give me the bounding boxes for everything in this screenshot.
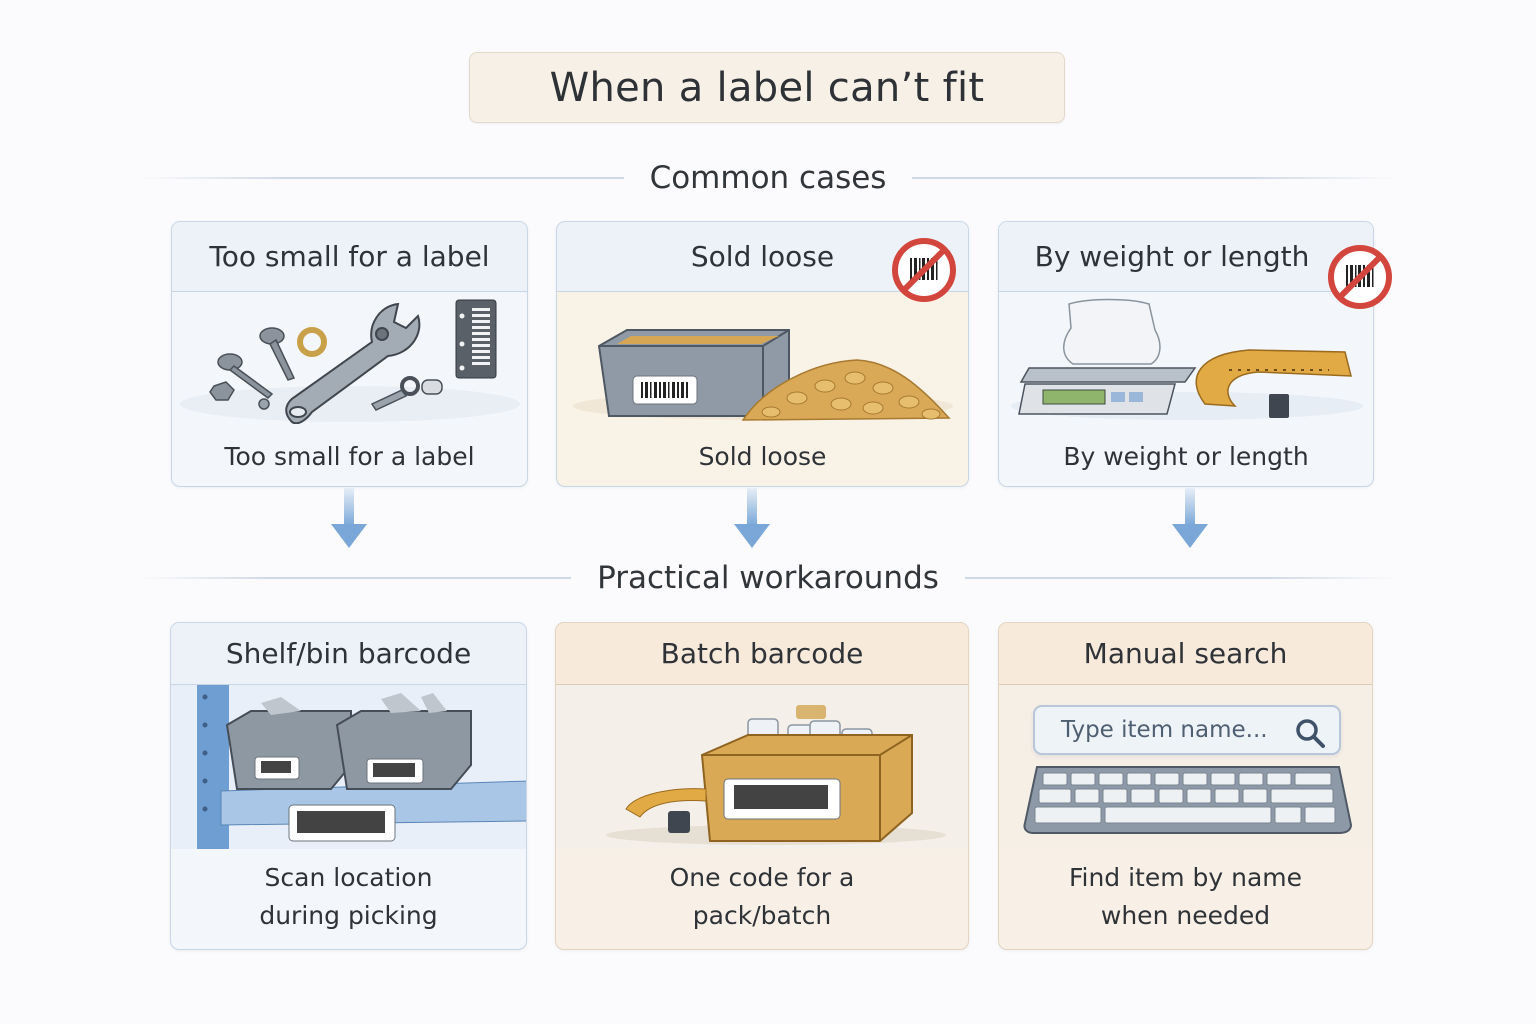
divider xyxy=(140,177,624,179)
caption-line: Find item by name xyxy=(1068,863,1303,892)
keyboard-icon xyxy=(1023,766,1353,834)
section-heading: Practical workarounds xyxy=(597,560,939,596)
search-placeholder: Type item name... xyxy=(1061,717,1268,743)
case-card-too-small: Too small for a label xyxy=(171,221,528,487)
card-caption: Sold loose xyxy=(698,442,827,471)
workaround-card-batch: Batch barcode One code for a pack/batch xyxy=(555,622,969,950)
caption-line: during picking xyxy=(259,901,438,930)
search-icon[interactable] xyxy=(1293,716,1327,750)
card-header-text: By weight or length xyxy=(1034,240,1310,273)
caption-line: pack/batch xyxy=(692,901,832,930)
card-caption: One code for a pack/batch xyxy=(556,859,968,935)
shelf-bins-barcode-icon xyxy=(171,685,526,849)
card-caption: Find item by name when needed xyxy=(999,859,1372,935)
section-heading: Common cases xyxy=(649,160,887,196)
down-arrow-icon xyxy=(734,488,770,548)
no-barcode-icon xyxy=(1328,245,1392,309)
caption-line: Scan location xyxy=(264,863,433,892)
case-card-by-weight: By weight or length By weight or length xyxy=(998,221,1374,487)
workaround-card-shelf-bin: Shelf/bin barcode Scan location d xyxy=(170,622,527,950)
card-header: Sold loose xyxy=(557,222,968,302)
caption-line: One code for a xyxy=(669,863,855,892)
card-caption: By weight or length xyxy=(1063,442,1309,471)
divider xyxy=(140,577,572,579)
card-caption: Too small for a label xyxy=(224,442,475,471)
card-header: Shelf/bin barcode xyxy=(171,623,526,685)
workaround-card-manual-search: Manual search Type item name... Find xyxy=(998,622,1373,950)
section-common-cases: Common cases xyxy=(140,158,1397,198)
batch-box-barcode-icon xyxy=(556,685,968,849)
case-card-sold-loose: Sold loose xyxy=(556,221,969,487)
card-caption: Scan location during picking xyxy=(171,859,526,935)
down-arrow-icon xyxy=(331,488,367,548)
search-input[interactable]: Type item name... xyxy=(1033,705,1341,755)
caption-line: when needed xyxy=(1100,901,1271,930)
card-header: By weight or length xyxy=(999,222,1373,292)
scale-and-tape-measure-icon xyxy=(999,294,1373,424)
no-barcode-icon xyxy=(892,238,956,302)
section-practical-workarounds: Practical workarounds xyxy=(140,558,1396,598)
keyboard-search-icon: Type item name... xyxy=(999,685,1372,849)
card-header: Manual search xyxy=(999,623,1372,685)
card-header: Too small for a label xyxy=(172,222,527,292)
down-arrow-icon xyxy=(1172,488,1208,548)
loose-bulk-bin-icon xyxy=(557,294,968,424)
divider xyxy=(912,177,1397,179)
card-header: Batch barcode xyxy=(556,623,968,685)
divider xyxy=(964,577,1396,579)
page-title: When a label can’t fit xyxy=(469,52,1065,123)
small-hardware-icon xyxy=(172,294,527,425)
card-header-text: Sold loose xyxy=(690,240,835,273)
